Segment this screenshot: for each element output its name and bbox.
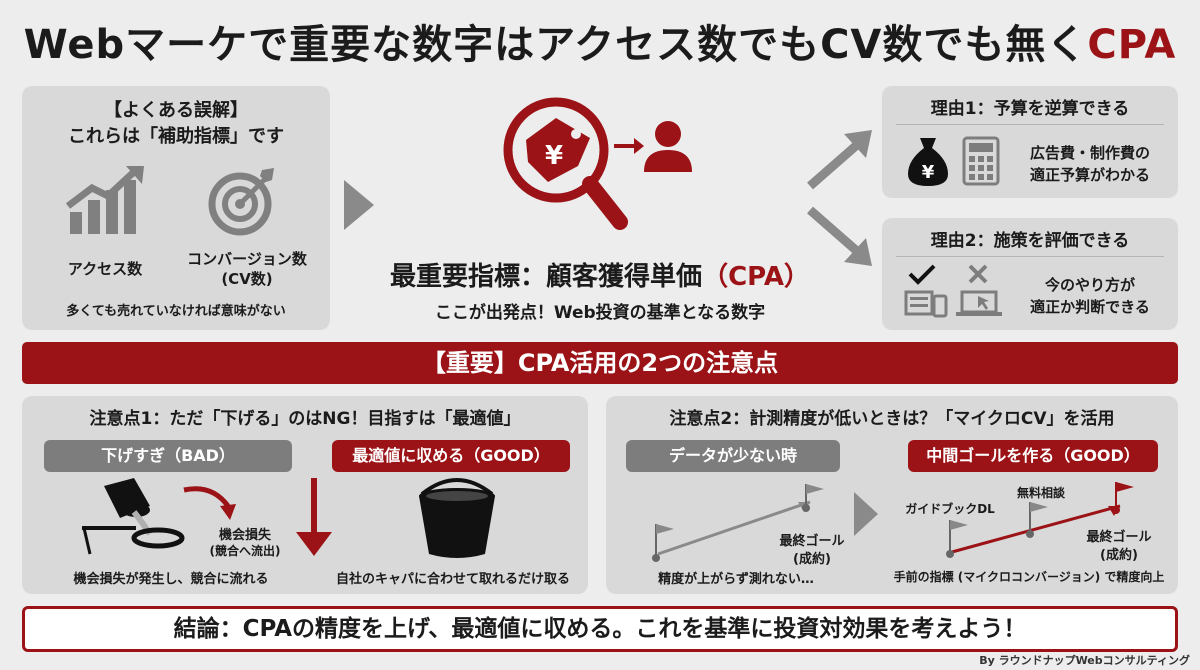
micro-cv-graph (946, 482, 1134, 558)
yen-symbol: ¥ (545, 141, 563, 171)
final-goal-left-line2: (成約) (793, 552, 831, 567)
point1-title: 注意点1：ただ「下げる」のはNG！目指すは「最適値」 (89, 409, 521, 429)
cross-laptop-icon (956, 264, 1002, 316)
magnifier-price-tag-icon: ¥ (503, 97, 692, 230)
cv-count-label-1: コンバージョン数 (187, 250, 307, 268)
reason2-panel: 理由2：施策を評価できる 今のやり方が 適正か判断できる (882, 218, 1178, 330)
opportunity-loss-line1: 機会損失 (218, 528, 271, 543)
title-accent: CPA (1087, 22, 1177, 68)
opportunity-loss-line2: (競合へ流出) (209, 544, 281, 558)
center-main-text: 最重要指標：顧客獲得単価（CPA） (350, 256, 850, 293)
misconception-subheading: これらは「補助指標」です (68, 126, 284, 147)
consult-label: 無料相談 (1016, 486, 1065, 500)
final-goal-right-line2: (成約) (1100, 548, 1138, 563)
arrow-right-icon (344, 180, 374, 230)
red-down-arrow-icon (296, 478, 332, 556)
point2-good-caption: 手前の指標 (マイクロコンバージョン) で精度向上 (893, 570, 1165, 584)
conclusion-box: 結論：CPAの精度を上げ、最適値に収める。これを基準に投資対効果を考えよう！ (22, 606, 1178, 652)
reason2-line2: 適正か判断できる (1030, 298, 1150, 316)
bar-chart-up-icon (65, 166, 144, 234)
reason1-line1: 広告費・制作費の (1029, 144, 1150, 162)
cv-count-label-2: (CV数) (221, 270, 273, 288)
final-goal-right-line1: 最終ゴール (1086, 530, 1152, 545)
point2-panel: 注意点2：計測精度が低いときは？「マイクロCV」を活用 データが少ない時 中間ゴ… (606, 396, 1178, 594)
money-bag-icon: ¥ (908, 138, 948, 186)
center-main-accent: （CPA） (702, 262, 810, 292)
bucket-icon (419, 478, 495, 558)
arrow-up-right-icon (807, 130, 872, 190)
calculator-icon (962, 136, 1000, 186)
reason1-line2: 適正予算がわかる (1029, 166, 1150, 184)
page-title: Webマーケで重要な数字はアクセス数でもCV数でも無くCPA (0, 12, 1200, 70)
spilling-bucket-icon (82, 478, 236, 555)
credit-text: By ラウンドナップWebコンサルティング (979, 654, 1190, 667)
point1-panel: 注意点1：ただ「下げる」のはNG！目指すは「最適値」 下げすぎ（BAD） 最適値… (22, 396, 588, 594)
little-data-label: データが少ない時 (626, 440, 840, 472)
reason1-panel: 理由1：予算を逆算できる ¥ 広告費・制作費の 適正予算がわかる (882, 86, 1178, 198)
target-icon (208, 168, 274, 236)
access-count-label: アクセス数 (67, 260, 143, 278)
point1-bad-caption: 機会損失が発生し、競合に流れる (73, 572, 269, 587)
point2-bad-caption: 精度が上がらず測れない… (658, 572, 814, 587)
optimal-good-label: 最適値に収める（GOOD） (332, 440, 570, 472)
reason2-line1: 今のやり方が (1044, 276, 1135, 294)
check-devices-icon (904, 264, 948, 318)
guidebook-label: ガイドブックDL (905, 502, 995, 516)
arrow-right-small-icon (854, 492, 878, 536)
misconception-panel: 【よくある誤解】 これらは「補助指標」です アクセス数 コンバージョン数 (CV… (22, 86, 330, 330)
final-goal-left-line1: 最終ゴール (779, 534, 845, 549)
money-bag-yen: ¥ (922, 162, 935, 183)
point1-good-caption: 自社のキャパに合わせて取れるだけ取る (335, 572, 570, 587)
arrow-down-right-icon (807, 206, 872, 266)
intermediate-goal-label: 中間ゴールを作る（GOOD） (908, 440, 1158, 472)
misconception-note: 多くても売れていなければ意味がない (66, 304, 286, 319)
center-sub-text: ここが出発点！Web投資の基準となる数字 (434, 303, 766, 323)
too-low-bad-label: 下げすぎ（BAD） (44, 440, 292, 472)
point2-title: 注意点2：計測精度が低いときは？「マイクロCV」を活用 (669, 409, 1115, 429)
reason1-title: 理由1：予算を逆算できる (930, 99, 1130, 119)
reason2-title: 理由2：施策を評価できる (930, 231, 1130, 251)
misconception-heading: 【よくある誤解】 (104, 100, 248, 121)
single-goal-graph (652, 484, 824, 562)
title-main: Webマーケで重要な数字はアクセス数でもCV数でも無く (23, 22, 1088, 68)
important-banner: 【重要】CPA活用の2つの注意点 (22, 342, 1178, 384)
center-main-label: 最重要指標：顧客獲得単価 (390, 262, 703, 292)
